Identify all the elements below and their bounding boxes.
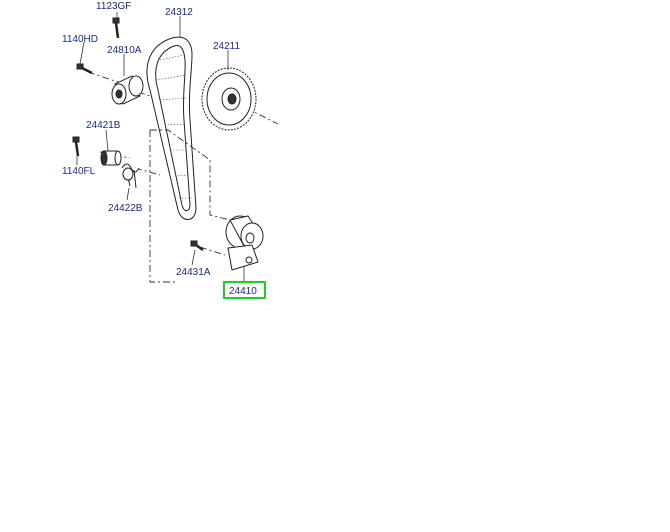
- part-label-1140fl[interactable]: 1140FL: [62, 166, 96, 177]
- part-label-24810a[interactable]: 24810A: [107, 45, 142, 56]
- part-labels: 1123GF 24312 1140HD 24810A 24211 24421B …: [62, 1, 266, 299]
- part-label-24410[interactable]: 24410: [229, 286, 257, 297]
- bolt-24431a: [190, 240, 204, 252]
- leader-lines: [76, 12, 245, 282]
- part-label-24312[interactable]: 24312: [165, 7, 193, 18]
- bolt-1140fl: [72, 136, 80, 157]
- part-label-1123gf[interactable]: 1123GF: [96, 1, 131, 12]
- selected-part-highlight: [223, 281, 266, 299]
- part-label-24431a[interactable]: 24431A: [176, 267, 211, 278]
- timing-belt: [146, 36, 197, 220]
- spring-24422b: [121, 163, 140, 189]
- spacer-24421b: [100, 150, 122, 166]
- bolt-1123gf: [112, 17, 120, 39]
- tensioner-assembly: [225, 215, 264, 271]
- bolt-1140hd: [76, 63, 93, 75]
- part-label-1140hd[interactable]: 1140HD: [62, 34, 98, 45]
- part-label-24421b[interactable]: 24421B: [86, 120, 121, 131]
- part-label-24422b[interactable]: 24422B: [108, 203, 143, 214]
- part-label-24211[interactable]: 24211: [213, 41, 241, 52]
- camshaft-sprocket: [201, 67, 257, 131]
- idler-pulley: [111, 75, 144, 105]
